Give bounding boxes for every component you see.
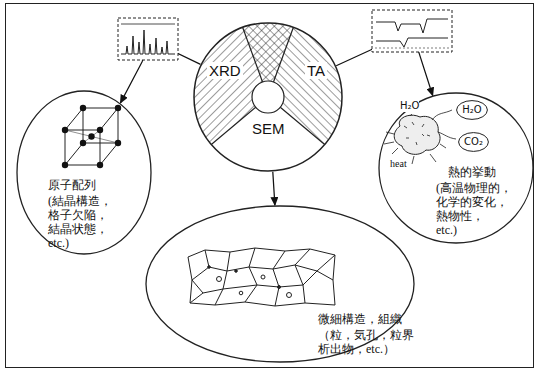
drawing-circle bbox=[261, 275, 265, 279]
circle-outline bbox=[457, 101, 488, 120]
atom-dot bbox=[88, 133, 94, 139]
region-boundary bbox=[273, 27, 293, 82]
drawing-line bbox=[121, 24, 175, 25]
chemical-label: H₂O bbox=[400, 100, 419, 112]
node-text: 原子配列 bbox=[48, 178, 96, 192]
region-boundary bbox=[280, 107, 324, 144]
drawing-path bbox=[188, 248, 335, 306]
node-shape bbox=[193, 22, 343, 172]
co2-circle: CO₂ bbox=[458, 132, 489, 152]
atom-dot bbox=[97, 162, 103, 168]
grain-structure bbox=[188, 248, 335, 306]
drawing-path bbox=[65, 130, 118, 143]
xrd-graph bbox=[118, 18, 178, 60]
drawing-line bbox=[375, 48, 449, 49]
drawing-path bbox=[404, 122, 430, 145]
circle-outline bbox=[459, 133, 489, 152]
drawing-circle bbox=[235, 270, 238, 273]
atom-dot bbox=[80, 105, 86, 111]
region-boundary bbox=[243, 27, 263, 82]
atom-dot bbox=[115, 105, 121, 111]
drawing-circle bbox=[239, 291, 243, 295]
node-text: (高温物理的， 化学的変化， 熱物性， etc.) bbox=[436, 181, 539, 237]
node-text: 熱的挙動 bbox=[448, 165, 496, 179]
drawing-path bbox=[432, 110, 452, 120]
thermal-ellipse: 熱的挙動(高温物理的， 化学的変化， 熱物性， etc.)H₂OCO₂H₂Ohe… bbox=[378, 92, 534, 244]
node-text: CO₂ bbox=[464, 136, 483, 148]
drawing-rect bbox=[118, 18, 178, 60]
drawing-path bbox=[394, 115, 440, 154]
heat-label: heat bbox=[390, 158, 407, 170]
connector-arrow bbox=[273, 172, 275, 205]
water-circle: H₂O bbox=[456, 100, 488, 120]
illustration bbox=[188, 248, 335, 306]
heated-particle bbox=[384, 110, 456, 164]
atom-dot bbox=[80, 140, 86, 146]
ta-graph bbox=[372, 10, 452, 52]
microstructure-ellipse: 微細構造，組織（粒，気孔，粒界 析出物，etc.） bbox=[145, 205, 415, 363]
drawing-rect bbox=[372, 10, 452, 52]
drawing-path bbox=[438, 132, 456, 139]
node-text: 微細構造，組織 bbox=[318, 312, 402, 326]
atom-dot bbox=[62, 162, 68, 168]
inner-circle bbox=[252, 81, 284, 113]
node-text: TA bbox=[305, 62, 327, 79]
drawing-circle bbox=[278, 286, 281, 289]
drawing-circle bbox=[217, 277, 222, 282]
drawing-circle bbox=[208, 266, 211, 269]
drawing-path bbox=[65, 108, 118, 165]
illustration bbox=[384, 110, 456, 164]
drawing-path bbox=[410, 114, 412, 116]
atom-dot bbox=[62, 127, 68, 133]
technique-circle: XRD TA SEM bbox=[193, 22, 343, 172]
node-text: XRD bbox=[207, 62, 243, 79]
drawing-circle bbox=[287, 293, 292, 298]
node-text: SEM bbox=[250, 120, 287, 137]
drawing-path bbox=[121, 30, 175, 54]
drawing-path bbox=[190, 248, 335, 306]
atom-dot bbox=[115, 140, 121, 146]
atomic-ellipse: 原子配列(結晶構造， 格子欠陥， 結晶状態， etc.) bbox=[16, 90, 152, 255]
atom-dot bbox=[97, 127, 103, 133]
outer-circle bbox=[194, 23, 342, 171]
node-text: H₂O bbox=[462, 104, 481, 116]
illustration bbox=[65, 108, 118, 165]
node-text: （粒，気孔，粒界 析出物，etc.） bbox=[318, 328, 518, 356]
drawing-path bbox=[376, 38, 448, 47]
drawing-path bbox=[376, 19, 448, 33]
cube-lattice bbox=[65, 108, 118, 165]
